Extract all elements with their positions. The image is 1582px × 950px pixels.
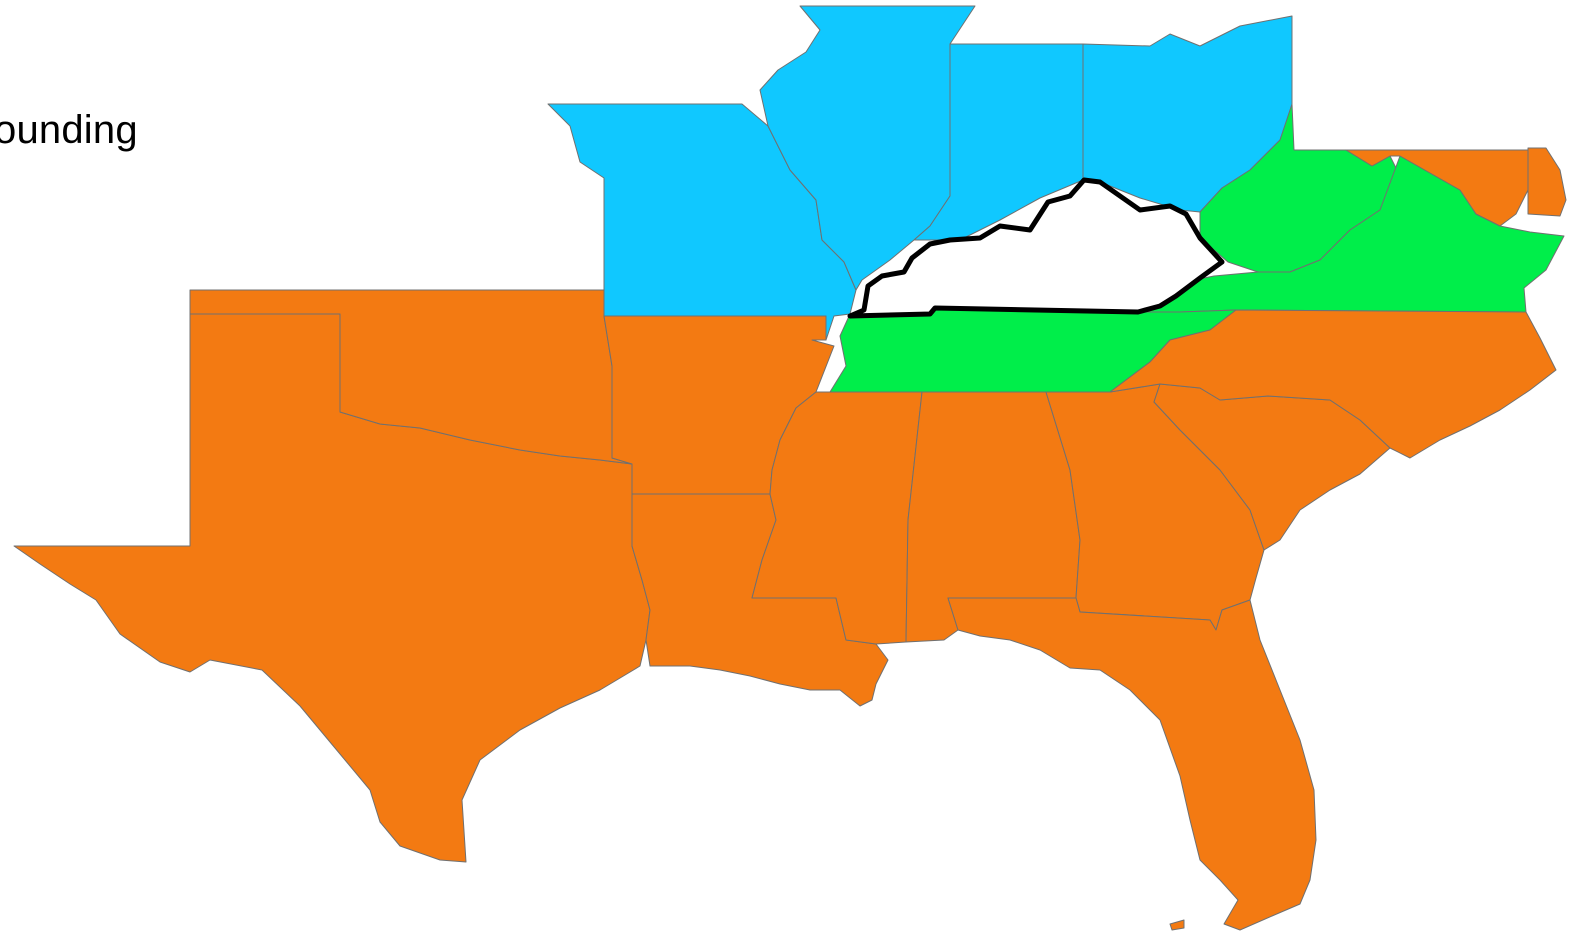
state-kentucky (847, 177, 1225, 319)
map-caption: ounding (0, 108, 138, 152)
state-delaware (1527, 147, 1567, 217)
state-florida-keys (1169, 919, 1185, 931)
state-florida (947, 597, 1317, 931)
state-north-carolina (1109, 309, 1557, 459)
